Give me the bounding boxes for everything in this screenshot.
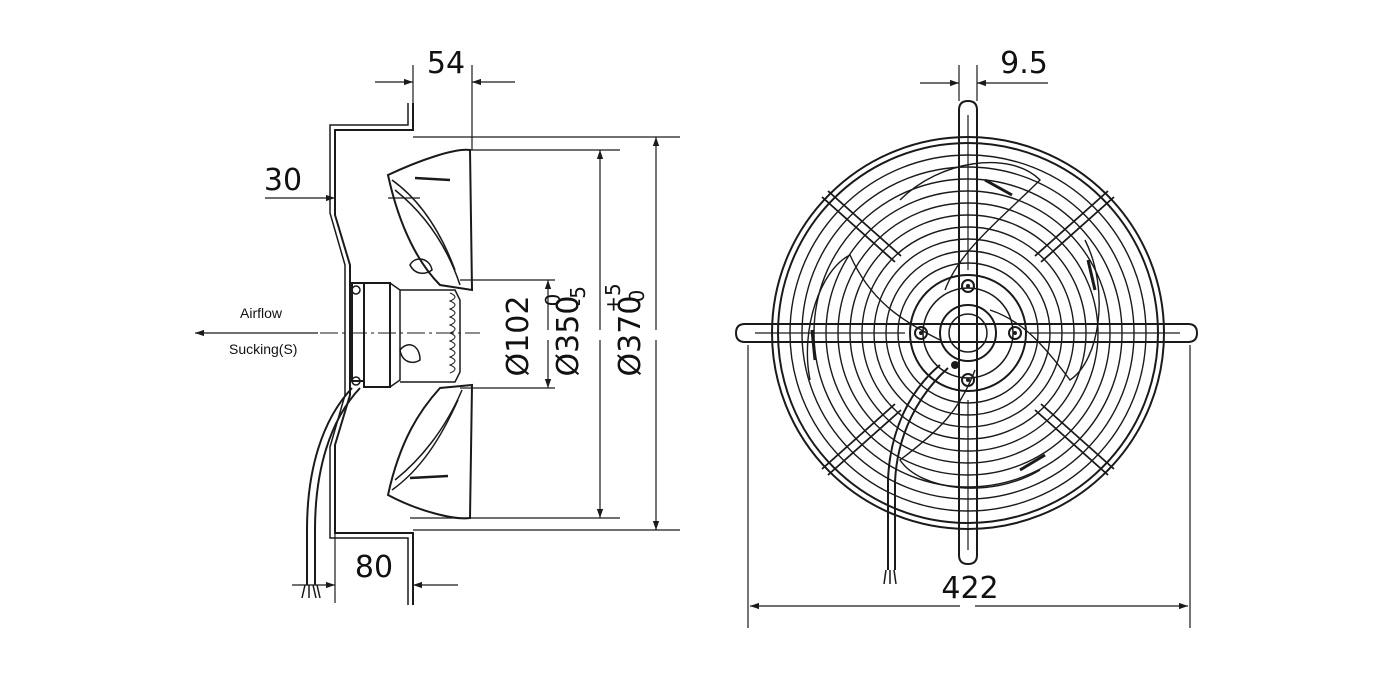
dim-30-label: 30 bbox=[264, 163, 302, 198]
dim-54-label: 54 bbox=[427, 46, 465, 81]
dimension-dia-102: Ø102 bbox=[501, 280, 552, 388]
bracket-outline bbox=[334, 103, 414, 605]
front-blades bbox=[806, 161, 1100, 489]
dia-102-label: Ø102 bbox=[501, 296, 536, 377]
rotor-fins bbox=[400, 289, 461, 383]
motor-body bbox=[363, 282, 391, 388]
cable bbox=[314, 387, 361, 585]
dimension-54: 54 bbox=[375, 46, 515, 150]
dimension-9-5: 9.5 bbox=[920, 46, 1048, 101]
dia-370-upper-tol: +5 bbox=[601, 283, 625, 312]
dim-80-label: 80 bbox=[355, 550, 393, 585]
dimension-422: 422 bbox=[747, 345, 1191, 628]
dia-350-lower-tol: -5 bbox=[566, 286, 590, 306]
dimension-dia-350: Ø350 0 -5 bbox=[541, 150, 604, 518]
vertical-bracket bbox=[958, 99, 978, 566]
dimension-30: 30 bbox=[264, 163, 420, 202]
airflow-label: Airflow bbox=[240, 305, 283, 321]
dia-350-label: Ø350 bbox=[551, 296, 586, 377]
dia-370-lower-tol: 0 bbox=[625, 290, 649, 303]
horizontal-bracket bbox=[734, 323, 1199, 343]
sucking-label: Sucking(S) bbox=[229, 341, 297, 357]
motor-rear-plate bbox=[351, 282, 365, 382]
side-view: 54 30 80 Ø102 bbox=[195, 46, 680, 605]
dia-350-upper-tol: 0 bbox=[541, 294, 565, 307]
guard-spokes bbox=[821, 190, 1115, 476]
lower-blade bbox=[386, 344, 474, 520]
front-cable bbox=[887, 364, 941, 570]
motor-hub bbox=[909, 274, 1027, 392]
airflow-indicator: Airflow Sucking(S) bbox=[195, 305, 318, 357]
front-view: 9.5 422 bbox=[734, 46, 1199, 628]
dim-422-label: 422 bbox=[941, 571, 998, 606]
dimension-dia-370: Ø370 +5 0 bbox=[601, 137, 660, 530]
upper-blade bbox=[386, 148, 474, 292]
dimension-80: 80 bbox=[292, 533, 458, 603]
dia-370-label: Ø370 bbox=[613, 296, 648, 377]
dim-9-5-label: 9.5 bbox=[1000, 46, 1048, 81]
